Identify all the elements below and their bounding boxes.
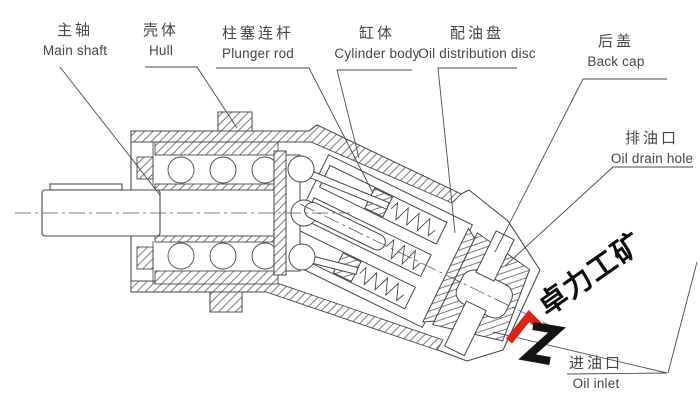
label-plunger-rod-en: Plunger rod	[222, 45, 294, 61]
label-main-shaft-en: Main shaft	[42, 42, 108, 58]
bearing-ball	[209, 242, 237, 270]
label-oil-drain-hole-en: Oil drain hole	[610, 150, 694, 166]
label-hull: 壳体 Hull	[101, 21, 221, 60]
rod-ball-joint	[288, 243, 316, 271]
logo-black-z	[518, 322, 566, 365]
label-back-cap: 后盖 Back cap	[556, 32, 676, 71]
brand-logo-mark	[505, 310, 566, 365]
label-oil-drain-hole: 排油口 Oil drain hole	[592, 129, 700, 168]
label-cylinder-body-cn: 缸体	[358, 25, 395, 42]
label-oil-inlet-cn: 进油口	[568, 355, 623, 372]
leader-hull	[145, 66, 238, 129]
oil-inlet-passage	[443, 300, 487, 357]
leader-cylinder-body	[336, 69, 412, 159]
leader-oil-drain-hole	[504, 166, 693, 267]
label-hull-en: Hull	[148, 42, 174, 58]
label-plunger-rod-cn: 柱塞连杆	[221, 25, 294, 42]
label-cylinder-body-en: Cylinder body	[334, 45, 420, 61]
oil-drain-passage	[475, 230, 515, 282]
label-back-cap-cn: 后盖	[597, 33, 634, 50]
bearings	[154, 141, 279, 285]
label-oil-distribution-disc-en: Oil distribution disc	[418, 45, 536, 61]
label-main-shaft: 主轴 Main shaft	[15, 21, 135, 60]
bearing-ball	[209, 156, 237, 184]
leader-plunger-rod	[216, 67, 374, 194]
centrelines	[15, 203, 562, 332]
label-oil-drain-hole-cn: 排油口	[624, 130, 679, 147]
leader-main-shaft	[59, 66, 161, 196]
label-oil-inlet: 进油口 Oil inlet	[536, 354, 656, 393]
spring	[390, 201, 436, 237]
leader-oil-distribution-disc	[437, 67, 517, 234]
bearing-ball	[167, 242, 195, 270]
leader-oil-inlet-right	[667, 261, 698, 374]
valve-and-back-cap	[304, 201, 531, 357]
leader-back-cap	[494, 78, 667, 253]
shaft-keyway	[49, 183, 123, 191]
label-cylinder-body: 缸体 Cylinder body	[317, 24, 437, 63]
label-main-shaft-cn: 主轴	[56, 22, 93, 39]
label-oil-distribution-disc-cn: 配油盘	[449, 25, 504, 42]
label-oil-distribution-disc: 配油盘 Oil distribution disc	[402, 24, 552, 63]
bearing-ball	[167, 156, 195, 184]
rod-ball-joint	[287, 155, 315, 183]
label-back-cap-en: Back cap	[587, 53, 645, 69]
spring	[359, 266, 405, 302]
leader-lines	[59, 66, 698, 375]
label-oil-inlet-en: Oil inlet	[572, 375, 620, 391]
leader-oil-inlet	[492, 331, 668, 375]
label-hull-cn: 壳体	[142, 22, 179, 39]
label-plunger-rod: 柱塞连杆 Plunger rod	[198, 24, 318, 63]
